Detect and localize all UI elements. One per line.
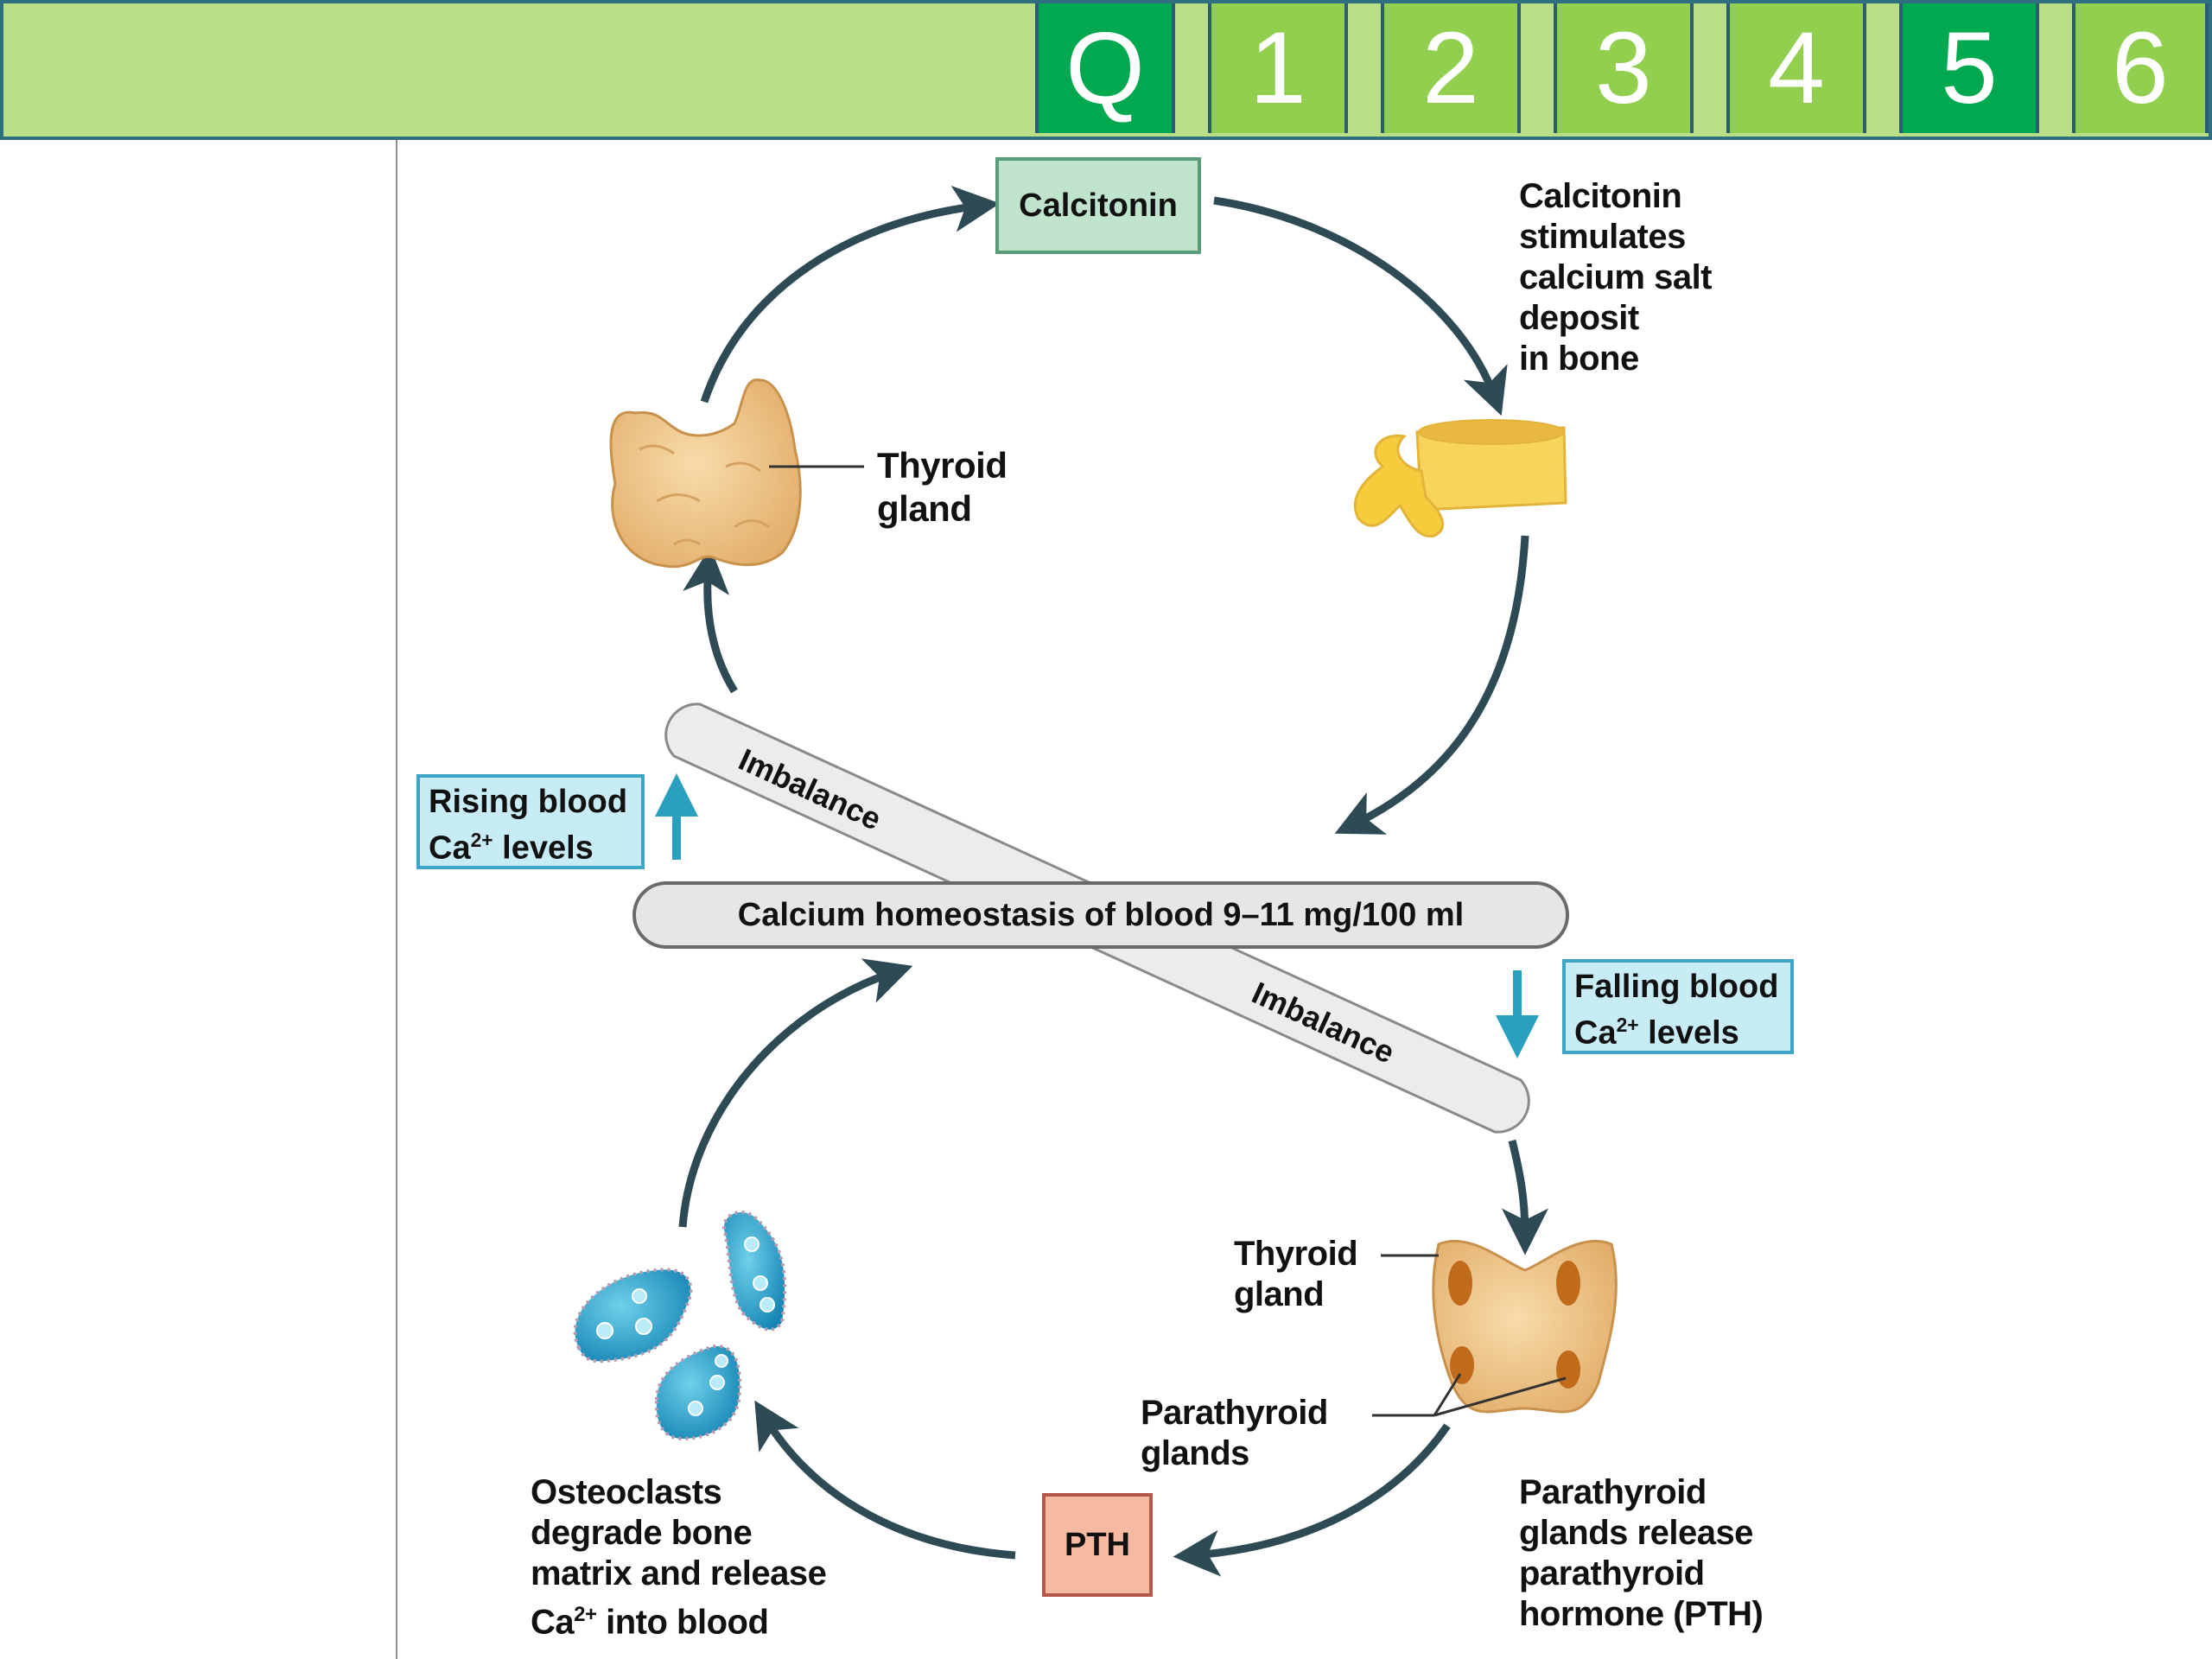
tab-4[interactable]: 4 xyxy=(1726,3,1866,133)
parathyroid-gland xyxy=(1450,1346,1474,1384)
tab-separator xyxy=(1521,3,1554,133)
parathyroid-gland xyxy=(1448,1261,1472,1306)
label-line: parathyroid xyxy=(1519,1554,1705,1592)
arrow-imbalance-to-thyroid xyxy=(683,546,738,694)
tab-1-label: 1 xyxy=(1249,11,1306,125)
tab-separator xyxy=(1866,3,1899,133)
pth-release-label: Parathyroid glands release parathyroid h… xyxy=(1519,1472,1764,1635)
thyroid-parathyroid-illustration xyxy=(1372,1239,1618,1417)
label-line: matrix and release xyxy=(531,1554,827,1592)
ca-charge: 2+ xyxy=(574,1603,597,1626)
arrow-calcitonin-to-bone xyxy=(1213,196,1508,416)
label-line: Thyroid xyxy=(1234,1235,1358,1273)
arrow-osteoclasts-to-homeostasis xyxy=(678,958,913,1228)
ca-text: Ca xyxy=(429,830,471,867)
label-line: stimulates xyxy=(1519,218,1686,256)
label-line: hormone (PTH) xyxy=(1519,1595,1764,1633)
tab-6[interactable]: 6 xyxy=(2072,3,2209,133)
label-line: Ca2+ into blood xyxy=(531,1594,826,1643)
pth-box: PTH xyxy=(1042,1493,1153,1597)
parathyroid-gland xyxy=(1556,1351,1580,1389)
label-line: Parathyroid xyxy=(1141,1394,1328,1432)
label-line: Rising blood xyxy=(429,784,628,820)
arrow-parathyroid-to-pth xyxy=(1173,1423,1451,1577)
thyroid-gland-top-label: Thyroid gland xyxy=(877,444,1007,531)
levels-text: levels xyxy=(493,830,594,867)
tab-q[interactable]: Q xyxy=(1035,3,1175,133)
label-line: calcium salt xyxy=(1519,258,1713,296)
arrow-thyroid-to-calcitonin xyxy=(700,185,1001,404)
label-line: Parathyroid xyxy=(1519,1473,1707,1511)
levels-text: levels xyxy=(1638,1014,1739,1052)
label-line: Osteoclasts xyxy=(531,1473,722,1511)
label-line: Ca2+ levels xyxy=(429,821,632,868)
tab-separator xyxy=(1348,3,1381,133)
parathyroid-gland xyxy=(1556,1261,1580,1306)
image-left-border xyxy=(396,140,397,1659)
tab-6-label: 6 xyxy=(2112,11,2169,125)
label-line: in bone xyxy=(1519,340,1639,378)
arrow-imbalance-to-parathyroid xyxy=(1501,1139,1548,1255)
label-line: glands xyxy=(1141,1434,1249,1472)
into-blood-text: into blood xyxy=(596,1603,769,1642)
rising-blood-ca-box: Rising blood Ca2+ levels xyxy=(416,774,645,869)
label-line: Calcitonin xyxy=(1519,177,1682,215)
osteoclasts-illustration xyxy=(573,1210,787,1441)
ca-text: Ca xyxy=(1574,1014,1617,1052)
tab-4-label: 4 xyxy=(1768,11,1825,125)
ca-charge: 2+ xyxy=(470,829,493,851)
tab-5-label: 5 xyxy=(1941,11,1998,125)
tab-1[interactable]: 1 xyxy=(1208,3,1348,133)
label-line: deposit xyxy=(1519,299,1639,337)
parathyroid-glands-label: Parathyroid glands xyxy=(1141,1393,1328,1474)
thyroid-gland-bottom-label: Thyroid gland xyxy=(1234,1234,1358,1315)
ca-text: Ca xyxy=(531,1603,575,1642)
label-line: gland xyxy=(877,488,972,529)
falling-blood-ca-box: Falling blood Ca2+ levels xyxy=(1562,959,1794,1054)
tab-separator xyxy=(1694,3,1726,133)
thyroid-gland-illustration xyxy=(609,378,864,569)
calcitonin-box: Calcitonin xyxy=(995,157,1201,254)
tab-q-label: Q xyxy=(1065,11,1145,125)
bone-illustration xyxy=(1353,419,1567,538)
label-line: Ca2+ levels xyxy=(1574,1006,1782,1052)
tab-separator xyxy=(1175,3,1208,133)
tab-3[interactable]: 3 xyxy=(1554,3,1694,133)
label-line: degrade bone xyxy=(531,1514,753,1552)
label-line: glands release xyxy=(1519,1514,1753,1552)
label-line: Thyroid xyxy=(877,445,1007,486)
tab-2-label: 2 xyxy=(1422,11,1479,125)
calcitonin-effect-label: Calcitonin stimulates calcium salt depos… xyxy=(1519,176,1713,379)
tab-3-label: 3 xyxy=(1595,11,1652,125)
osteoclast-effect-label: Osteoclasts degrade bone matrix and rele… xyxy=(531,1472,827,1643)
label-line: gland xyxy=(1234,1275,1325,1313)
homeostasis-label: Calcium homeostasis of blood 9–11 mg/100… xyxy=(632,881,1569,949)
arrow-pth-to-osteoclasts xyxy=(754,1400,1016,1560)
tab-separator xyxy=(2039,3,2072,133)
tab-5[interactable]: 5 xyxy=(1899,3,2039,133)
tab-2[interactable]: 2 xyxy=(1381,3,1521,133)
ca-charge: 2+ xyxy=(1616,1014,1639,1036)
arrow-bone-to-homeostasis xyxy=(1334,535,1529,835)
label-line: Falling blood xyxy=(1574,969,1779,1005)
